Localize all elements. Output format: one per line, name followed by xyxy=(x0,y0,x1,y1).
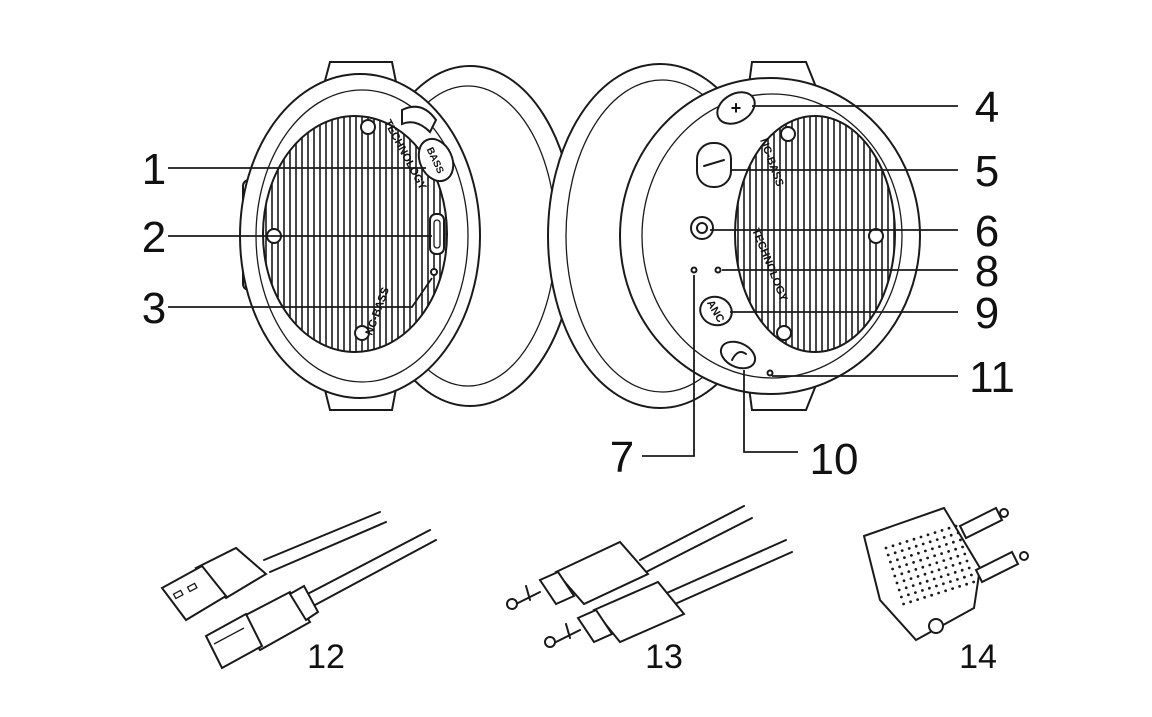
accessory-13-label: 13 xyxy=(645,638,683,676)
accessory-14-label: 14 xyxy=(959,638,997,676)
callout-5: 5 xyxy=(975,147,999,196)
status-led xyxy=(714,266,722,274)
audio-jack xyxy=(690,216,714,240)
bass-button: BASS xyxy=(417,137,455,183)
aux-cable-icon xyxy=(506,505,793,648)
bottom-mic xyxy=(766,369,774,377)
callout-1: 1 xyxy=(142,145,166,194)
charge-led xyxy=(430,268,438,276)
callout-numbers: 1 2 3 4 5 6 8 9 11 7 10 xyxy=(142,83,1015,484)
volume-up-button: + xyxy=(716,91,756,125)
callout-11: 11 xyxy=(969,353,1015,402)
callout-leaders xyxy=(168,105,958,457)
callout-4: 4 xyxy=(975,83,999,132)
airplane-adapter-icon xyxy=(862,506,1029,642)
callout-9: 9 xyxy=(975,289,999,338)
anc-button: ANC xyxy=(699,295,733,327)
callout-8: 8 xyxy=(975,247,999,296)
volume-down-button xyxy=(696,142,732,188)
usb-c-cable-icon xyxy=(160,511,437,670)
callout-6: 6 xyxy=(975,207,999,256)
mic-hole xyxy=(690,266,698,274)
power-button xyxy=(719,340,757,370)
accessory-12-label: 12 xyxy=(307,638,345,676)
callout-2: 2 xyxy=(142,213,166,262)
right-earcup: + ANC NC-BASS TECHNOLOGY xyxy=(547,61,921,411)
callout-7: 7 xyxy=(610,433,634,482)
callout-10: 10 xyxy=(810,435,859,484)
callout-3: 3 xyxy=(142,284,166,333)
svg-text:+: + xyxy=(731,98,742,118)
